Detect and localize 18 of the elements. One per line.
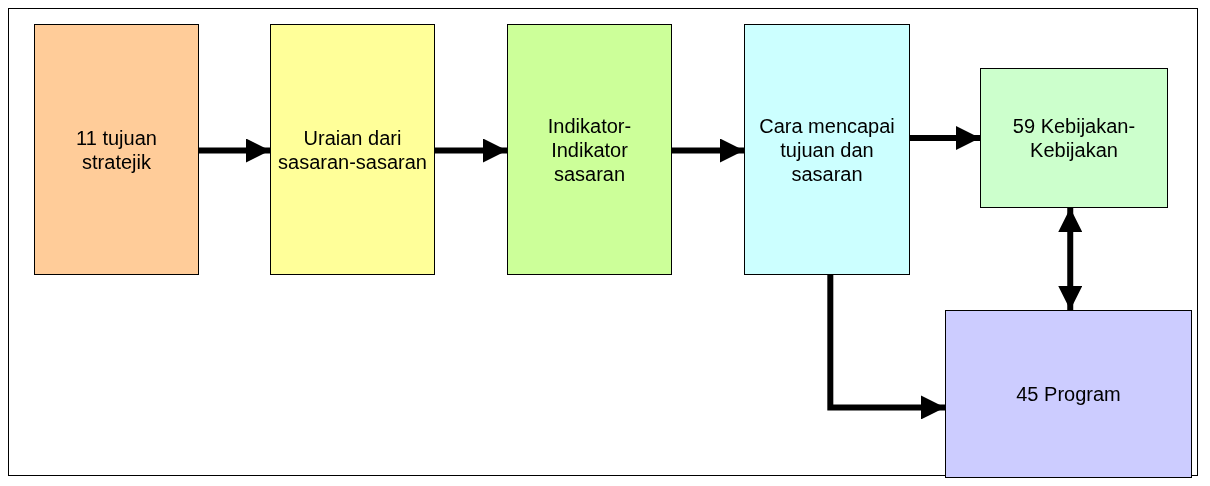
box-label: Uraian dari sasaran-sasaran [277, 125, 428, 174]
process-box [744, 24, 910, 275]
box-label: 11 tujuan stratejik [75, 125, 158, 174]
box-label: 59 Kebijakan-Kebijakan [1011, 114, 1137, 162]
process-box [270, 24, 435, 275]
process-box [945, 310, 1192, 478]
arrow [672, 138, 744, 163]
arrow [827, 275, 945, 420]
process-box [34, 24, 199, 275]
box-label: Cara mencapai tujuan dan sasaran [758, 113, 896, 186]
process-box [980, 68, 1168, 208]
box-label: Indikator-Indikator sasaran [546, 113, 633, 186]
box-label: 45 Program [1016, 382, 1121, 406]
arrow [199, 138, 270, 163]
arrow [435, 138, 507, 163]
arrow [910, 126, 980, 150]
arrow [1058, 208, 1083, 310]
process-box [507, 24, 672, 275]
